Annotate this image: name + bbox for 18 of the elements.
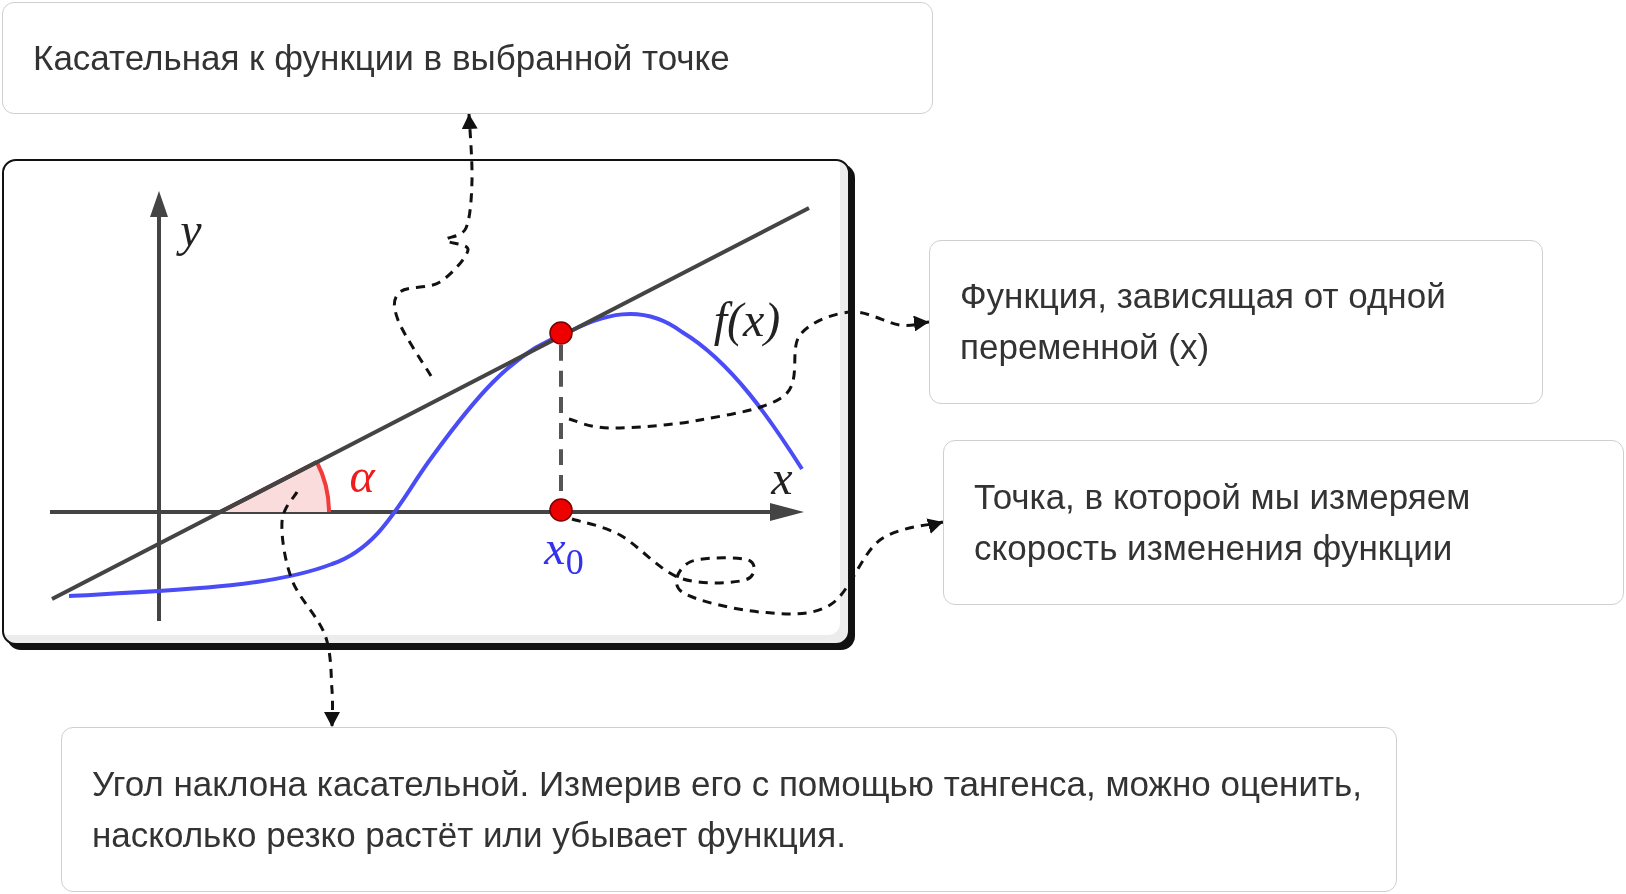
callout-text: Угол наклона касательной. Измерив его с помощью тангенса, можно оценить, насколько резко растёт или убывает функция. [92, 762, 1363, 856]
leader-line [280, 491, 341, 728]
leader-line [568, 310, 930, 430]
leader-line [571, 517, 944, 616]
point-marker [549, 498, 573, 522]
angle-marker [219, 460, 331, 514]
callout-box [929, 240, 1543, 404]
callout-text: Точка, в которой мы измеряем скорость изменения функции [974, 475, 1472, 569]
callout-box [61, 727, 1397, 892]
point-label: x$_{0}$ [544, 523, 584, 581]
leader-line [392, 113, 478, 377]
callout-text: Функция, зависящая от одной переменной (x) [960, 275, 1447, 368]
callout-text: Касательная к функции в выбранной точке [33, 36, 731, 79]
callout-box [943, 440, 1624, 605]
callout-box [2, 2, 933, 114]
angle-label: α [349, 452, 375, 500]
point-marker [549, 321, 573, 345]
axis-label: x [771, 454, 793, 502]
